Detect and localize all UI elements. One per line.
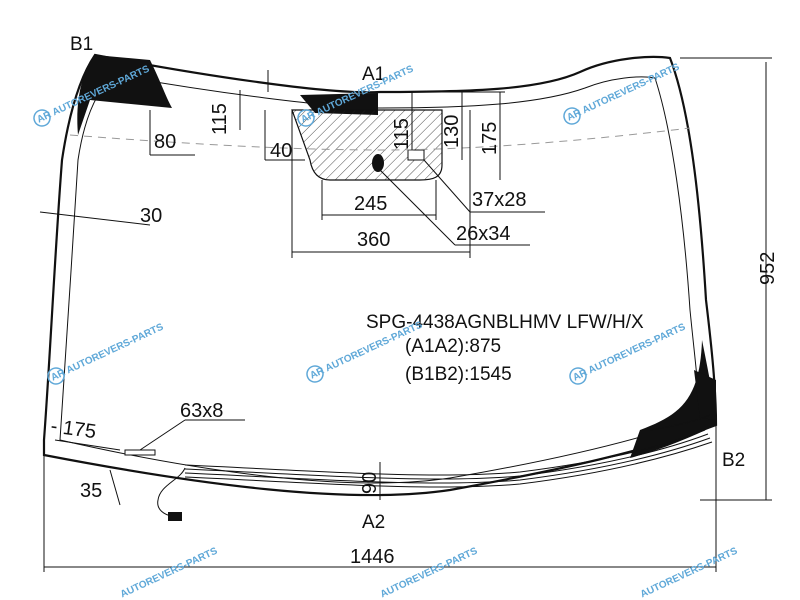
frit-top-left xyxy=(77,55,172,135)
slot-63x8 xyxy=(124,449,156,456)
dim-35: 35 xyxy=(80,480,102,502)
connector-cable xyxy=(157,467,186,517)
ar-logo-icon xyxy=(563,107,581,125)
dim-30: 30 xyxy=(140,205,162,227)
dimension-lines xyxy=(39,57,772,572)
dim-115-left: 115 xyxy=(209,103,231,135)
wm-text: AUTOREVERS-PARTS xyxy=(65,322,166,377)
spec-b1b2: (B1B2):1545 xyxy=(405,364,512,385)
heating-wires xyxy=(184,414,713,488)
frit-right-top xyxy=(694,370,716,420)
rain-sensor-window xyxy=(407,149,425,161)
camera-window xyxy=(372,154,384,172)
zone-line xyxy=(69,127,691,151)
watermark-7: AUTOREVERS-PARTS xyxy=(119,546,220,600)
sensor-area xyxy=(291,109,443,181)
ar-logo-icon xyxy=(569,367,587,385)
wm-text: AUTOREVERS-PARTS xyxy=(639,546,740,600)
spec-code: SPG-4438AGNBLHMV LFW/H/X xyxy=(366,312,644,333)
dim-175-top: 175 xyxy=(479,122,501,155)
dim-175-bottom: - 175 xyxy=(49,415,97,443)
watermark-3: AR AUTOREVERS-PARTS xyxy=(563,62,682,125)
wm-text: AUTOREVERS-PARTS xyxy=(119,546,220,600)
dim-1446: 1446 xyxy=(350,546,395,568)
ar-logo-icon xyxy=(47,367,65,385)
watermark-9: AUTOREVERS-PARTS xyxy=(639,546,740,600)
corner-b1: B1 xyxy=(70,34,93,55)
wm-text: AUTOREVERS-PARTS xyxy=(581,62,682,117)
watermark-4: AR AUTOREVERS-PARTS xyxy=(47,322,166,385)
ar-logo-icon xyxy=(33,109,51,127)
corner-b2: B2 xyxy=(722,450,745,471)
dim-40: 40 xyxy=(270,140,292,162)
dim-26x34: 26x34 xyxy=(456,223,511,245)
frit-bottom-right xyxy=(630,340,716,458)
dim-90: 90 xyxy=(359,472,381,494)
dim-245: 245 xyxy=(354,193,387,215)
dim-80: 80 xyxy=(154,131,176,153)
dim-63x8: 63x8 xyxy=(180,400,223,422)
dim-37x28: 37x28 xyxy=(472,189,527,211)
dim-952: 952 xyxy=(757,252,779,285)
dim-130: 130 xyxy=(441,115,463,148)
ar-logo-icon xyxy=(297,109,315,127)
connector-plug xyxy=(168,512,182,521)
ar-logo-icon xyxy=(306,365,324,383)
corner-a1: A1 xyxy=(362,64,385,85)
corner-a2: A2 xyxy=(362,512,385,533)
spec-a1a2: (A1A2):875 xyxy=(405,336,501,357)
dim-360: 360 xyxy=(357,229,390,251)
dim-115-center: 115 xyxy=(391,118,413,150)
